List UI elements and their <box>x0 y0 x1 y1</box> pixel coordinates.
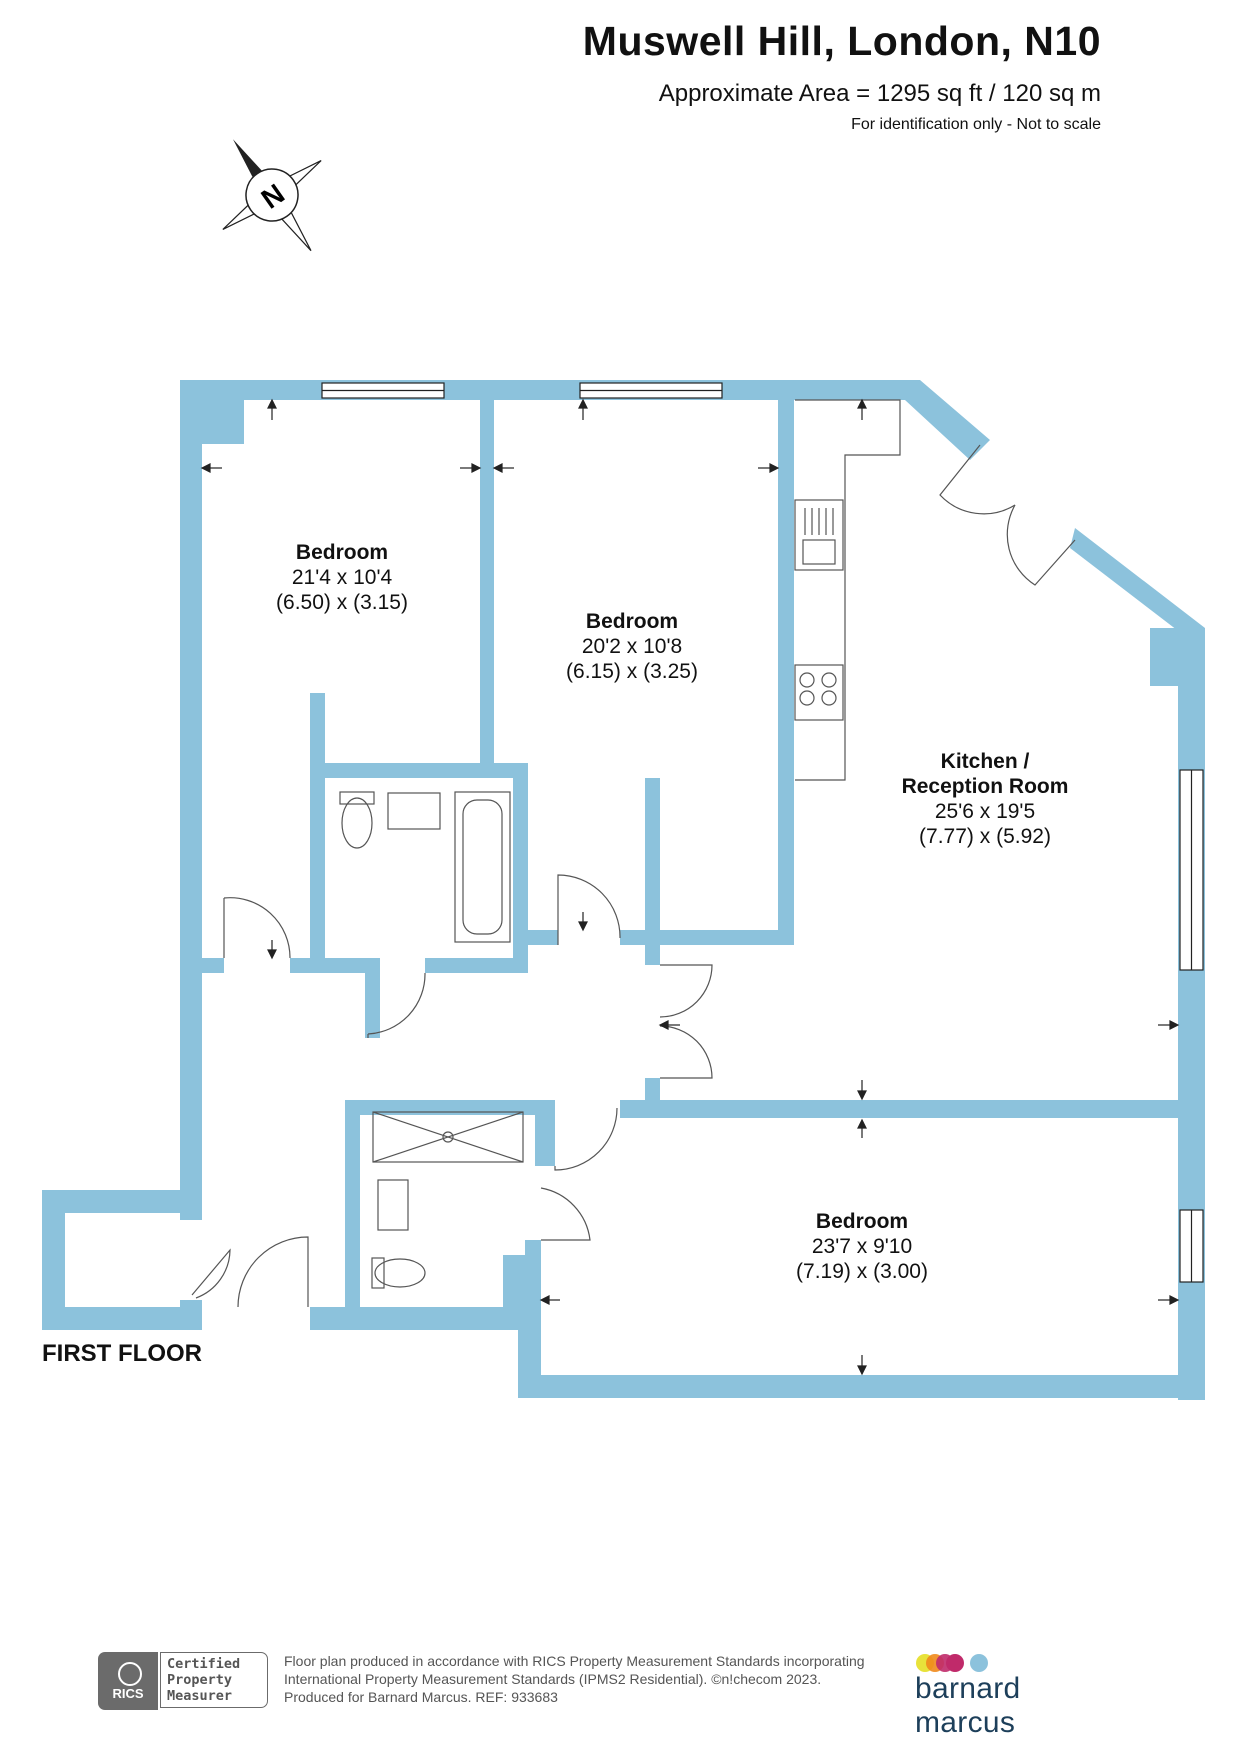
room-label-bedroom-2: Bedroom 20'2 x 10'8 (6.15) x (3.25) <box>566 610 698 683</box>
toilet-icon <box>374 1258 426 1288</box>
room-label-bedroom-1: Bedroom 21'4 x 10'4 (6.50) x (3.15) <box>276 541 408 614</box>
walls <box>42 380 1205 1400</box>
compass-rose-icon: N <box>222 139 322 252</box>
rics-badge: RICS <box>98 1652 158 1710</box>
basin-icon <box>387 792 441 830</box>
shower-icon <box>372 1111 524 1163</box>
bath-icon <box>454 791 511 943</box>
hob-icon <box>794 664 844 721</box>
brand-name: barnard marcus <box>915 1672 1021 1739</box>
door-swings <box>191 444 1076 1308</box>
approximate-area: Approximate Area = 1295 sq ft / 120 sq m <box>658 80 1101 107</box>
room-label-kitchen-reception: Kitchen / Reception Room 25'6 x 19'5 (7.… <box>901 750 1069 848</box>
fixtures <box>339 399 901 1289</box>
basin-icon <box>377 1179 409 1231</box>
page-title: Muswell Hill, London, N10 <box>582 18 1101 64</box>
toilet-icon <box>341 797 373 849</box>
windows <box>321 382 1204 1283</box>
identification-note: For identification only - Not to scale <box>851 116 1101 133</box>
rics-crest-icon <box>118 1662 142 1686</box>
floor-label: FIRST FLOOR <box>42 1340 202 1367</box>
kitchen-sink-icon <box>794 499 844 571</box>
room-label-bedroom-3: Bedroom 23'7 x 9'10 (7.19) x (3.00) <box>796 1210 928 1283</box>
measurement-arrows <box>200 398 1180 1376</box>
rics-certified-logo: RICS Certified Property Measurer <box>98 1652 273 1710</box>
rics-certification: Certified Property Measurer <box>160 1652 268 1708</box>
footer-notice: Floor plan produced in accordance with R… <box>284 1653 865 1705</box>
brand-dots-icon <box>916 1654 988 1672</box>
barnard-marcus-logo: barnard marcus <box>915 1652 1125 1739</box>
